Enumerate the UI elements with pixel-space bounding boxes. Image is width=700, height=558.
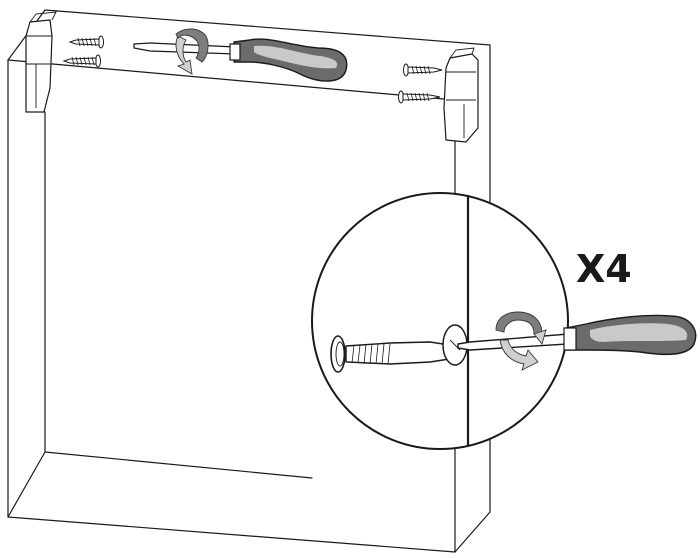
screwdriver-icon [133,38,348,82]
magnified-detail [311,192,697,450]
screw-icon [398,90,441,104]
clockwise-rotation-arrow-icon [495,311,547,371]
quantity-label: X4 [576,247,632,291]
screw-icon [68,35,104,49]
left-mounting-bracket-icon [25,11,57,113]
screw-icon [330,324,468,373]
clockwise-rotation-arrow-icon [175,28,209,75]
screw-icon [62,54,101,68]
right-mounting-bracket-icon [443,47,479,143]
screw-icon [403,63,443,77]
